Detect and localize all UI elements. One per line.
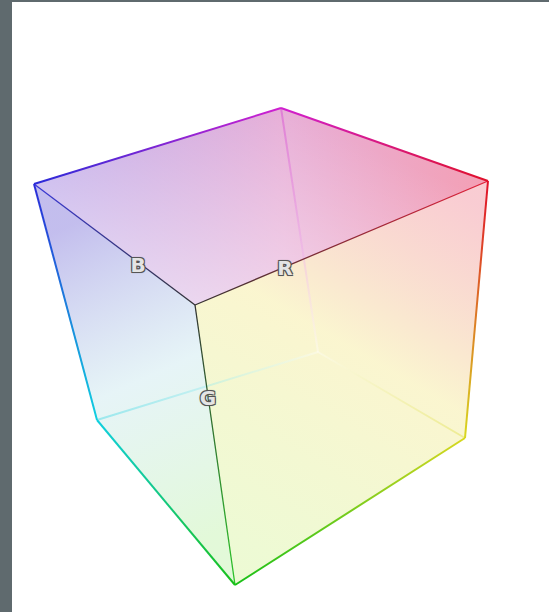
cube-edge <box>235 438 465 585</box>
green-axis-label: G <box>200 387 216 409</box>
cube-edge <box>34 108 281 184</box>
cube-edge <box>281 108 318 352</box>
cube-edge <box>195 181 488 305</box>
cube-edge <box>281 108 488 181</box>
cube-edge <box>465 181 488 438</box>
cube-edge <box>97 352 318 420</box>
cube-edge <box>318 352 465 438</box>
cube-edge <box>34 184 195 305</box>
window-frame <box>0 0 549 2</box>
cube-edge <box>34 184 97 420</box>
cube-edge <box>97 420 235 585</box>
red-axis-label: R <box>277 257 292 279</box>
blue-axis-label: B <box>130 254 145 276</box>
window-frame <box>0 0 12 612</box>
